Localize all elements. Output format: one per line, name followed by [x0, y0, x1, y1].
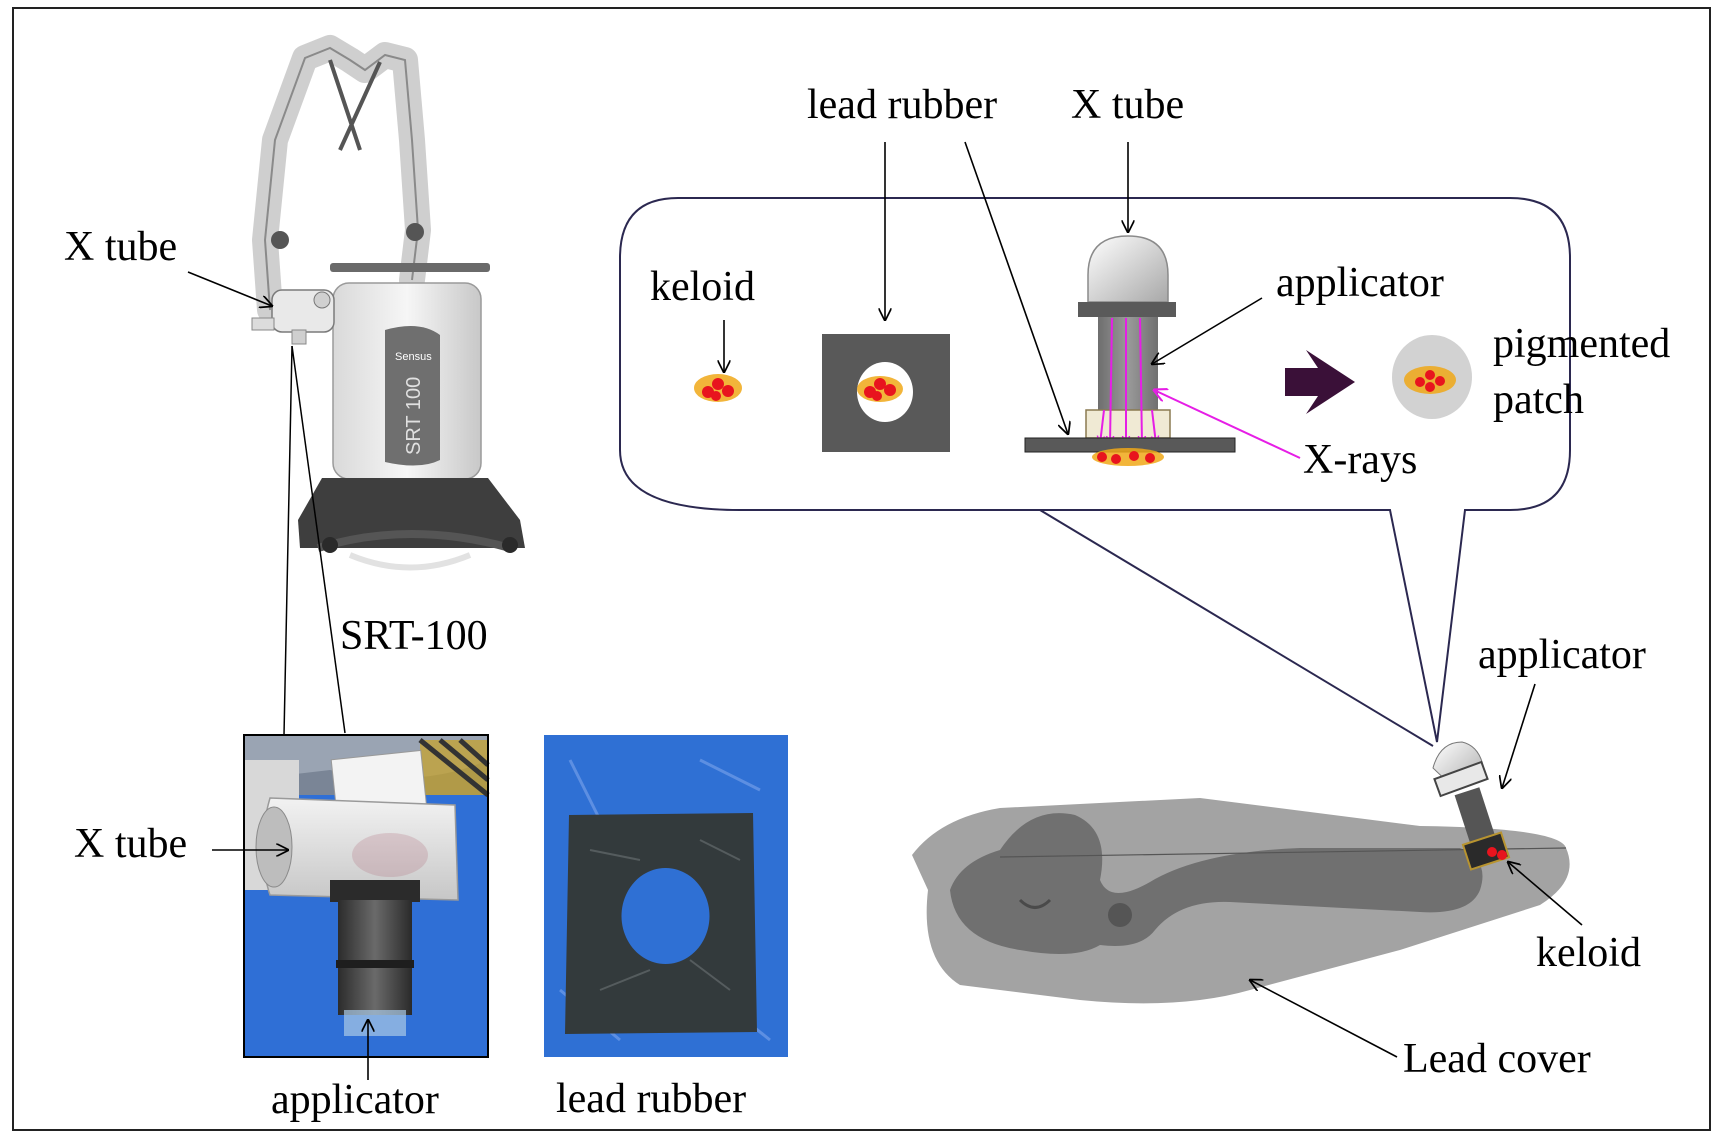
- arrow-applicator-body: [1502, 683, 1536, 788]
- label-applicator-body: applicator: [1478, 632, 1646, 678]
- arrow-applicator-top: [1152, 297, 1263, 364]
- lead-rubber-square: [822, 334, 950, 452]
- label-pigmented: pigmented: [1493, 321, 1670, 367]
- label-applicator-photo: applicator: [271, 1077, 439, 1123]
- connector-line-right: [291, 345, 346, 734]
- label-x-rays: X-rays: [1303, 437, 1417, 483]
- xtube-applicator-diagram: [1024, 235, 1236, 466]
- label-lead-rubber-top: lead rubber: [807, 82, 997, 128]
- patient-lead-cover: [912, 741, 1570, 1004]
- label-keloid-body: keloid: [1536, 930, 1641, 976]
- label-srt-100: SRT-100: [340, 613, 488, 659]
- label-applicator-top: applicator: [1276, 260, 1444, 306]
- label-x-tube-machine: X tube: [64, 224, 177, 270]
- photo-xtube-frame: [243, 734, 489, 1058]
- photo-xtube-applicator: [244, 735, 490, 1057]
- arrow-x-tube-machine: [187, 271, 272, 306]
- arrow-lead-cover: [1250, 980, 1398, 1058]
- machine-brand: Sensus: [395, 351, 432, 363]
- label-lead-rubber-photo: lead rubber: [556, 1076, 746, 1122]
- arrow-keloid-body: [1508, 862, 1583, 926]
- keloid-lesion-top: [694, 374, 742, 402]
- connector-line-left: [283, 345, 293, 736]
- arrow-lead-rubber-sheet: [964, 141, 1068, 434]
- label-patch: patch: [1493, 377, 1584, 423]
- label-lead-cover: Lead cover: [1403, 1036, 1591, 1082]
- photo-lead-rubber: [544, 735, 788, 1057]
- label-x-tube-top: X tube: [1071, 82, 1184, 128]
- machine-model-vertical: SRT 100: [403, 377, 425, 455]
- process-arrow: [1285, 350, 1355, 414]
- label-keloid-top: keloid: [650, 264, 755, 310]
- arrow-x-rays: [1154, 390, 1301, 459]
- srt100-machine: Sensus SRT 100: [251, 35, 525, 571]
- callout-pointer-line: [1039, 509, 1434, 747]
- callout-bubble: [619, 197, 1571, 743]
- label-x-tube-photo: X tube: [74, 821, 187, 867]
- figure-frame: [12, 7, 1711, 1131]
- pigmented-patch: [1392, 335, 1472, 419]
